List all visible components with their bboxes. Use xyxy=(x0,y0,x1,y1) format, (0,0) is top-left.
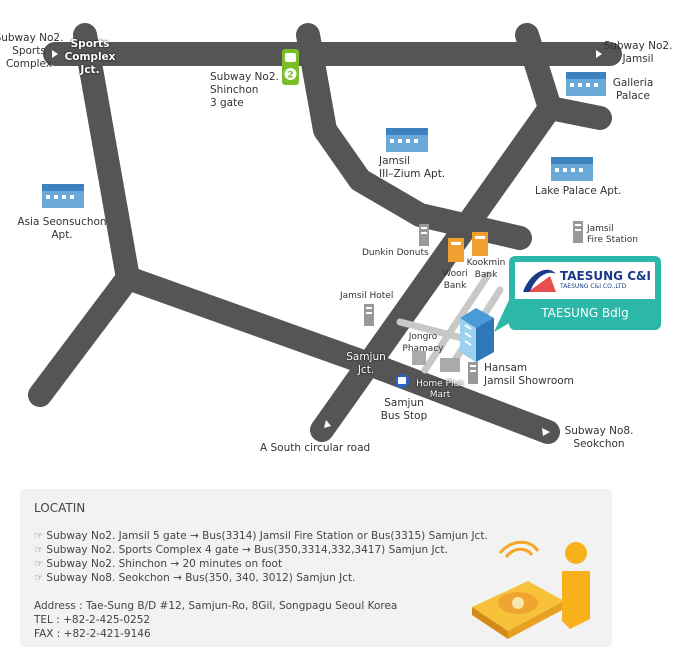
label-subway-seokchon: Subway No8. Seokchon xyxy=(564,425,634,450)
label-sports-complex-jct: Sports Complex Jct. xyxy=(64,38,116,76)
roads xyxy=(28,23,622,444)
apartment-icon-jamsil xyxy=(386,128,428,152)
building-icon-jongro xyxy=(412,351,426,365)
label-jamsil-zium-apt: Jamsil III–Zium Apt. xyxy=(379,155,446,180)
label-galleria-palace: Galleria Palace xyxy=(612,77,654,102)
taesung-logo-icon xyxy=(523,269,556,292)
label-subway-jamsil: Subway No2. Jamsil xyxy=(603,40,673,65)
label-woori-bank: Woori Bank xyxy=(442,269,468,291)
route-item: ☞Subway No2. Shinchon → 20 minutes on fo… xyxy=(34,558,282,570)
label-jamsil-hotel: Jamsil Hotel xyxy=(340,291,394,301)
arrow-right-icon xyxy=(596,50,602,58)
road-shinchon xyxy=(296,23,532,250)
address-text: Address : Tae-Sung B/D #12, Samjun-Ro, 8… xyxy=(34,600,398,612)
road-lower-left xyxy=(28,266,140,407)
fax-text: FAX : +82-2-421-9146 xyxy=(34,628,151,640)
pointing-hand-icon: ☞ xyxy=(34,572,44,584)
label-lake-palace-apt: Lake Palace Apt. xyxy=(535,185,622,197)
bus-stop-icon xyxy=(395,374,409,388)
tel-text: TEL : +82-2-425-0252 xyxy=(34,614,151,626)
road-jamsil-v xyxy=(515,23,562,120)
info-title: LOCATIN xyxy=(34,501,86,515)
label-subway-shinchon: Subway No2. Shinchon 3 gate xyxy=(210,71,279,109)
route-text: Subway No8. Seokchon → Bus(350, 340, 301… xyxy=(46,572,356,584)
label-samjun-bus-stop: Samjun Bus Stop xyxy=(380,397,428,422)
route-text: Subway No2. Shinchon → 20 minutes on foo… xyxy=(46,558,283,570)
road-diag-left xyxy=(116,266,392,380)
label-jamsil-fire-station: Jamsil Fire Station xyxy=(587,224,638,245)
pointing-hand-icon: ☞ xyxy=(34,558,44,570)
route-item: ☞Subway No2. Jamsil 5 gate → Bus(3314) J… xyxy=(34,530,488,542)
arrow-se-icon xyxy=(542,428,550,436)
label-hansam-showroom: Hansam Jamsil Showroom xyxy=(484,362,574,387)
taesung-building-label: TAESUNG Bdlg xyxy=(541,306,629,320)
label-home-plus-mart: Home Plus Mart xyxy=(416,379,464,400)
taesung-brand-subtitle: TAESUNG C&I CO.,LTD xyxy=(560,283,627,290)
road-galleria xyxy=(538,96,612,130)
building-icon-dunkin xyxy=(419,224,429,246)
building-icon-hotel xyxy=(364,304,374,326)
route-text: Subway No2. Jamsil 5 gate → Bus(3314) Ja… xyxy=(46,530,488,542)
label-kookmin-bank: Kookmin Bank xyxy=(466,258,506,280)
arrow-left-icon xyxy=(52,50,58,58)
apartment-icon-asia xyxy=(42,184,84,208)
apartment-icon-galleria xyxy=(566,72,606,96)
subway-line2-icon: 2 xyxy=(282,49,299,85)
route-item: ☞Subway No8. Seokchon → Bus(350, 340, 30… xyxy=(34,572,355,584)
area-map: 2 xyxy=(28,23,661,444)
arrow-sw-icon xyxy=(324,420,331,428)
label-samjun-jct: Samjun Jct. xyxy=(346,351,386,376)
building-icon-home-plus xyxy=(440,358,460,372)
bank-icon-woori xyxy=(448,238,464,262)
taesung-brand-name: TAESUNG C&I xyxy=(560,269,651,283)
apartment-icon-lake-palace xyxy=(551,157,593,181)
road-long-diagonal xyxy=(310,96,562,442)
label-jongro-pharmacy: Jongro Phamacy xyxy=(402,332,444,354)
building-icon-fire-station xyxy=(573,221,583,243)
bank-icon-kookmin xyxy=(472,232,488,256)
label-dunkin-donuts: Dunkin Donuts xyxy=(362,248,429,258)
route-item: ☞Subway No2. Sports Complex 4 gate → Bus… xyxy=(34,544,448,556)
building-icon-hansam xyxy=(468,362,478,384)
pointing-hand-icon: ☞ xyxy=(34,530,44,542)
pointing-hand-icon: ☞ xyxy=(34,544,44,556)
label-asia-seonsuchon-apt: Asia Seonsuchon Apt. xyxy=(17,216,107,241)
arrow-markers xyxy=(52,50,602,436)
telephone-person-icon xyxy=(472,540,590,639)
route-text: Subway No2. Sports Complex 4 gate → Bus(… xyxy=(46,544,448,556)
road-left xyxy=(73,23,140,290)
taesung-building-icon xyxy=(460,308,494,362)
taesung-callout xyxy=(494,256,661,332)
location-info-panel: LOCATIN ☞Subway No2. Jamsil 5 gate → Bus… xyxy=(20,489,612,647)
label-subway-sports-complex: Subway No2. Sports Complex xyxy=(0,32,64,70)
label-south-circular-road: A South circular road xyxy=(260,442,371,454)
svg-text:2: 2 xyxy=(287,71,293,81)
